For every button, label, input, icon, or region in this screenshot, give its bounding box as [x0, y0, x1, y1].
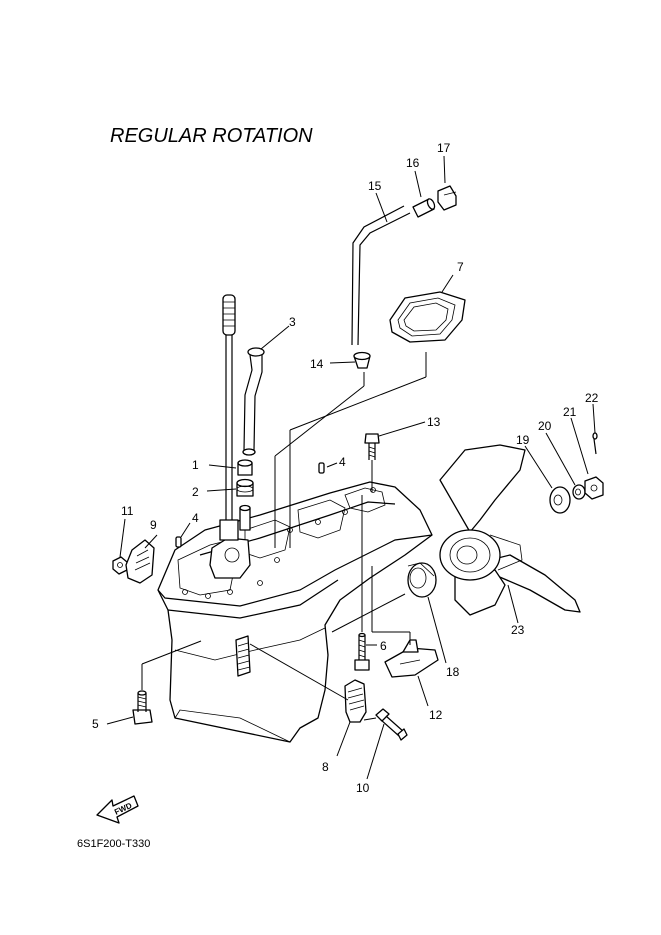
callout-18: 18	[446, 665, 460, 679]
callout-16: 16	[406, 156, 420, 170]
callout-7: 7	[457, 260, 464, 274]
seal-part-2	[236, 478, 254, 497]
bracket-part-8	[344, 679, 367, 723]
callout-4a: 4	[339, 455, 346, 469]
cotter-pin-part-22	[592, 432, 598, 455]
callout-12: 12	[429, 708, 443, 722]
lower-unit-housing	[157, 481, 433, 743]
bolt-part-6	[354, 632, 370, 671]
drive-shaft	[219, 294, 239, 541]
callout-2: 2	[192, 485, 199, 499]
bolt-part-5	[132, 690, 153, 725]
grommet-part-14	[353, 351, 371, 369]
bolt-part-13	[364, 433, 380, 460]
callout-21: 21	[563, 405, 577, 419]
callout-10: 10	[356, 781, 370, 795]
callout-6: 6	[380, 639, 387, 653]
callout-23: 23	[511, 623, 525, 637]
callout-15: 15	[368, 179, 382, 193]
callout-3: 3	[289, 315, 296, 329]
callout-19: 19	[516, 433, 530, 447]
propeller-part-23	[439, 444, 581, 616]
callout-8: 8	[322, 760, 329, 774]
bracket-part-9	[125, 539, 155, 584]
callout-4b: 4	[192, 511, 199, 525]
callout-1: 1	[192, 458, 199, 472]
water-inlet-grille	[235, 635, 251, 677]
washer-part-19	[549, 486, 571, 514]
gasket-part-7	[389, 291, 466, 343]
callout-20: 20	[538, 419, 552, 433]
anode-part-12	[384, 639, 439, 678]
grommet-part-17	[437, 185, 457, 211]
callout-numbers: 1 2 3 4 4 5 6 7 8 9 10 11 12 13 14 15 16…	[92, 141, 599, 795]
nut-part-11	[112, 556, 128, 575]
callout-11: 11	[121, 504, 134, 518]
callout-22: 22	[585, 391, 599, 405]
grommet-part-1	[237, 459, 253, 476]
screw-part-10	[375, 708, 408, 741]
washer-part-20	[572, 484, 586, 500]
spacer-part-18	[407, 562, 437, 598]
nut-part-21	[584, 476, 604, 500]
seal-part-16	[412, 198, 436, 218]
water-tube-part-15	[351, 205, 411, 346]
callout-17: 17	[437, 141, 451, 155]
dowel-pin-part-4-left	[175, 536, 182, 548]
callout-5: 5	[92, 717, 99, 731]
water-tube-part-3	[242, 347, 265, 456]
diagram-title: REGULAR ROTATION	[110, 125, 313, 147]
forward-arrow-icon: FWD	[96, 795, 139, 824]
leader-lines	[106, 155, 596, 780]
drawing-code: 6S1F200-T330	[77, 838, 150, 850]
callout-14: 14	[310, 357, 324, 371]
callout-13: 13	[427, 415, 441, 429]
callout-9: 9	[150, 518, 157, 532]
dowel-pin-part-4-right	[318, 462, 325, 474]
